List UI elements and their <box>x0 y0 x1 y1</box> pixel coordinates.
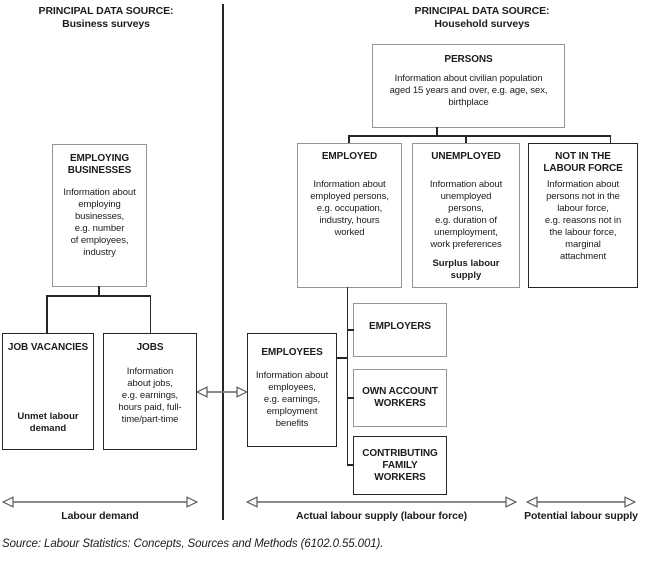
arrowhead-left-icon <box>246 496 258 508</box>
connector-employing-stub <box>98 286 100 295</box>
actual-labour-supply-arrow <box>246 496 517 508</box>
box-not-in-labour-force-body: Information about persons not in the lab… <box>544 179 622 262</box>
box-own-account-workers-title: OWN ACCOUNT WORKERS <box>362 386 438 409</box>
box-job-vacancies: JOB VACANCIES Unmet labour demand <box>2 333 94 450</box>
arrowhead-left-icon <box>2 496 14 508</box>
labour-demand-label: Labour demand <box>61 510 139 522</box>
arrowhead-right-icon <box>505 496 517 508</box>
box-employing-businesses-title: EMPLOYING BUSINESSES <box>67 153 132 176</box>
box-employed: EMPLOYED Information about employed pers… <box>297 143 402 288</box>
header-household-line2: Household surveys <box>434 18 530 30</box>
box-unemployed-title: UNEMPLOYED <box>431 151 501 162</box>
source-note: Source: Labour Statistics: Concepts, Sou… <box>2 538 384 550</box>
box-employing-businesses: EMPLOYING BUSINESSES Information about e… <box>52 144 147 287</box>
arrowhead-left-icon <box>526 496 538 508</box>
box-not-in-labour-force-title: NOT IN THE LABOUR FORCE <box>543 151 623 174</box>
connector-stub-contributing <box>347 464 354 466</box>
box-persons-title: PERSONS <box>444 54 493 65</box>
connector-employing-crossbar <box>46 295 151 297</box>
connector-stub-own-account <box>347 397 354 399</box>
box-employees-body: Information about employees, e.g. earnin… <box>255 370 329 429</box>
connector-stub-employers <box>347 329 354 331</box>
connector-persons-stub <box>436 127 438 135</box>
header-business-line1: PRINCIPAL DATA SOURCE: <box>38 5 174 17</box>
box-employees: EMPLOYEES Information about employees, e… <box>247 333 337 447</box>
arrowhead-right-icon <box>236 386 248 398</box>
box-job-vacancies-title: JOB VACANCIES <box>7 342 89 353</box>
box-persons: PERSONS Information about civilian popul… <box>372 44 565 128</box>
connector-drop-not-in-labour-force <box>609 135 612 143</box>
arrowhead-right-icon <box>186 496 198 508</box>
potential-labour-supply-arrow <box>526 496 636 508</box>
header-business-surveys: PRINCIPAL DATA SOURCE:Business surveys <box>26 5 186 31</box>
arrowhead-right-icon <box>624 496 636 508</box>
box-unemployed-footer: Surplus labour supply <box>432 258 500 281</box>
box-employed-title: EMPLOYED <box>321 151 378 162</box>
connector-stub-employees <box>336 357 347 359</box>
box-employees-title: EMPLOYEES <box>261 347 323 358</box>
box-employers-title: EMPLOYERS <box>369 321 431 332</box>
jobs-employees-link-arrow <box>196 386 248 398</box>
connector-drop-jobs <box>149 295 152 333</box>
box-contributing-family-workers-title: CONTRIBUTING FAMILY WORKERS <box>362 447 438 483</box>
box-jobs-title: JOBS <box>136 342 164 353</box>
header-business-line2: Business surveys <box>62 18 150 30</box>
box-employing-businesses-body: Information about employing businesses, … <box>63 187 136 258</box>
divider-line <box>222 4 224 520</box>
arrowhead-left-icon <box>196 386 208 398</box>
actual-labour-supply-label: Actual labour supply (labour force) <box>296 510 467 522</box>
box-job-vacancies-footer: Unmet labour demand <box>17 411 79 434</box>
box-persons-body: Information about civilian population ag… <box>389 73 548 108</box>
box-unemployed: UNEMPLOYED Information about unemployed … <box>412 143 520 288</box>
box-not-in-labour-force: NOT IN THE LABOUR FORCE Information abou… <box>528 143 638 288</box>
box-own-account-workers: OWN ACCOUNT WORKERS <box>353 369 447 427</box>
labour-demand-arrow <box>2 496 198 508</box>
connector-drop-unemployed <box>465 135 467 143</box>
connector-persons-crossbar <box>348 135 611 137</box>
box-contributing-family-workers: CONTRIBUTING FAMILY WORKERS <box>353 436 447 495</box>
potential-labour-supply-label: Potential labour supply <box>524 510 638 522</box>
connector-drop-job-vacancies <box>46 295 48 333</box>
box-jobs-body: Information about jobs, e.g. earnings, h… <box>118 366 182 425</box>
header-household-surveys: PRINCIPAL DATA SOURCE:Household surveys <box>402 5 562 31</box>
header-household-line1: PRINCIPAL DATA SOURCE: <box>414 5 550 17</box>
box-employers: EMPLOYERS <box>353 303 447 357</box>
box-employed-body: Information about employed persons, e.g.… <box>310 179 389 238</box>
box-unemployed-body: Information about unemployed persons, e.… <box>429 179 503 250</box>
connector-employed-spine <box>346 287 349 465</box>
box-jobs: JOBS Information about jobs, e.g. earnin… <box>103 333 197 450</box>
connector-drop-employed <box>348 135 350 143</box>
